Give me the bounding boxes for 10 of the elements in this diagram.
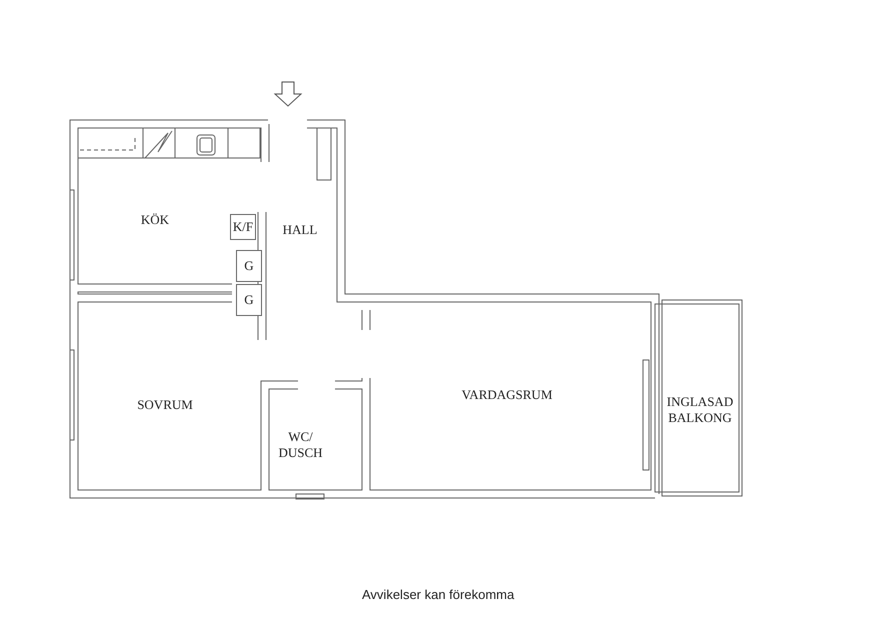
cabinet: G xyxy=(236,250,262,282)
disclaimer-caption: Avvikelser kan förekomma xyxy=(362,587,514,602)
room-label: WC/ DUSCH xyxy=(277,429,324,461)
room-label: INGLASAD BALKONG xyxy=(666,394,734,426)
room-label: HALL xyxy=(282,222,318,238)
room-label: VARDAGSRUM xyxy=(462,387,552,403)
room-label: SOVRUM xyxy=(137,397,193,413)
cabinet: K/F xyxy=(230,214,256,240)
room-label: KÖK xyxy=(140,212,170,228)
cabinet: G xyxy=(236,284,262,316)
